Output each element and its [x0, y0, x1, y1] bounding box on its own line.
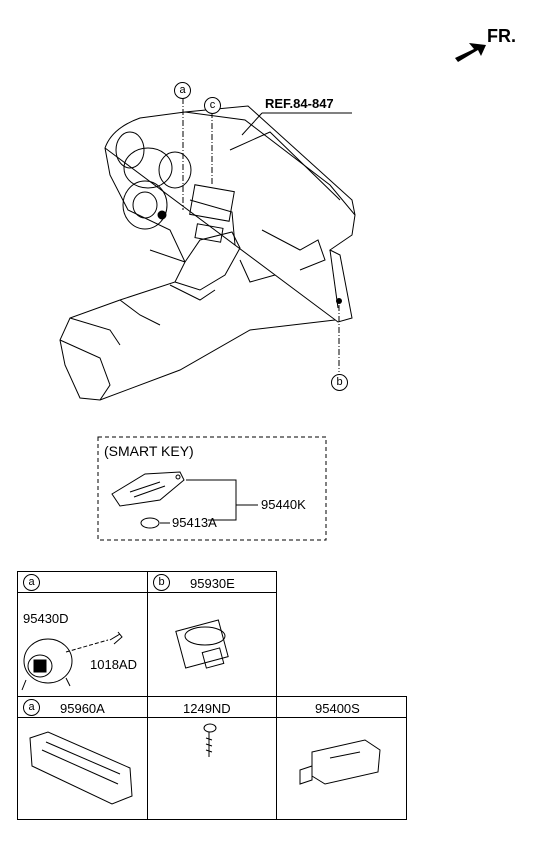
screw-part-number-1249ND: 1249ND — [183, 701, 231, 716]
component-drawings — [21, 619, 381, 805]
front-direction-label: FR. — [487, 26, 516, 46]
callout-a-marker: a — [174, 82, 191, 99]
dashboard-illustration — [59, 105, 356, 401]
row1-cell-b-marker: b — [153, 574, 170, 591]
module-part-number-95400S: 95400S — [315, 701, 360, 716]
row2-cell-screw — [147, 717, 277, 820]
screw-part-number-1018AD: 1018AD — [90, 657, 137, 672]
row2-cell-a-marker: a — [23, 699, 40, 716]
row1-cell-a — [17, 592, 148, 697]
callout-c-marker: c — [204, 97, 221, 114]
row2-cell-module — [276, 717, 407, 820]
row2-cell-a — [17, 717, 148, 820]
row1-cell-b — [147, 592, 277, 697]
battery-part-number: 95413A — [172, 515, 217, 530]
front-direction-arrow — [455, 43, 486, 62]
start-button-part-number: 95430D — [23, 611, 69, 626]
switch-part-number-95930E: 95930E — [190, 576, 235, 591]
smart-key-title: (SMART KEY) — [104, 443, 194, 459]
part-number-95960A: 95960A — [60, 701, 105, 716]
key-fob-part-number: 95440K — [261, 497, 306, 512]
callout-leaders — [182, 98, 340, 372]
ref-leader — [241, 112, 352, 136]
coin-battery-drawing — [140, 517, 160, 529]
reference-label: REF.84-847 — [265, 96, 334, 111]
key-fob-drawing — [111, 471, 185, 507]
row1-cell-a-marker: a — [23, 574, 40, 591]
smart-key-leaders — [160, 479, 258, 524]
callout-b-marker: b — [331, 374, 348, 391]
smart-key-box — [97, 436, 327, 541]
